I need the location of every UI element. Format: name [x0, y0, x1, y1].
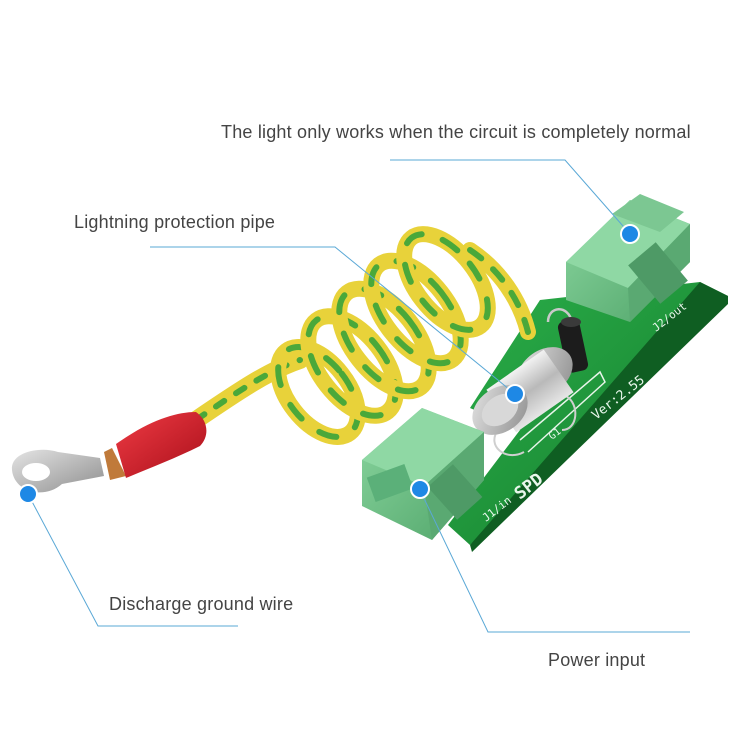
marker-light [620, 224, 640, 244]
callout-power-label: Power input [548, 650, 646, 670]
callout-pipe-label: Lightning protection pipe [74, 212, 276, 232]
callout-markers [18, 224, 640, 504]
connector-j2 [566, 194, 690, 322]
callout-leaders [27, 159, 690, 633]
gas-discharge-tube [472, 347, 577, 457]
ground-wire-coil [187, 226, 536, 445]
marker-ground [18, 484, 38, 504]
marker-power [410, 479, 430, 499]
ring-terminal [11, 412, 207, 493]
callout-light-label: The light only works when the circuit is… [221, 122, 691, 142]
leader-light [390, 159, 631, 235]
callout-ground-label: Discharge ground wire [109, 594, 294, 614]
leader-power [419, 489, 690, 633]
leader-ground [27, 493, 238, 627]
leader-pipe [150, 246, 516, 395]
marker-pipe [505, 384, 525, 404]
connector-j1 [362, 408, 484, 540]
